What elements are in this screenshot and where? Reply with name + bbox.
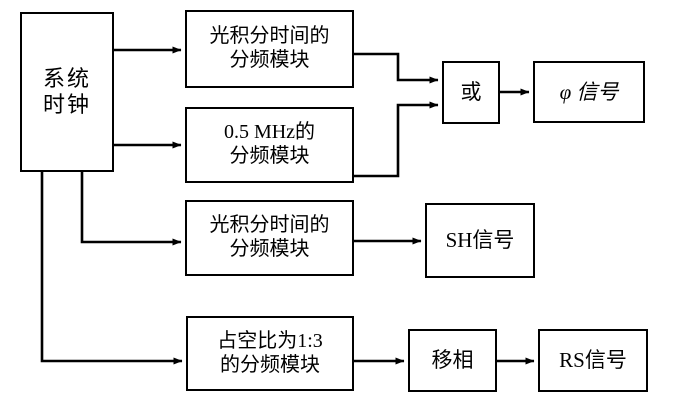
node-duty-cycle-divider[interactable]: 占空比为1:3 的分频模块 (186, 316, 354, 391)
node-phase-shift[interactable]: 移相 (408, 329, 497, 392)
node-phi-signal[interactable]: φ 信号 (533, 61, 645, 123)
node-rs-signal-label: RS信号 (559, 348, 627, 373)
node-phase-shift-label: 移相 (431, 348, 474, 373)
edge-clock-to-div-light-2 (80, 172, 182, 246)
node-integration-time-divider-1[interactable]: 光积分时间的 分频模块 (185, 10, 354, 88)
node-duty-cycle-divider-line1: 占空比为1:3 (217, 329, 323, 352)
node-duty-cycle-divider-line2: 的分频模块 (220, 353, 320, 376)
edge-clock-to-duty-div (40, 172, 183, 365)
node-system-clock-line1: 系统 (42, 66, 91, 92)
node-05mhz-divider-line1: 0.5 MHz的 (223, 121, 316, 144)
node-sh-signal-label: SH信号 (445, 228, 515, 253)
node-system-clock-line2: 时钟 (42, 92, 91, 117)
node-integration-time-divider-2-line2: 分频模块 (229, 238, 310, 260)
edge-div-05mhz-to-or (354, 101, 439, 178)
node-05mhz-divider[interactable]: 0.5 MHz的 分频模块 (185, 107, 354, 183)
node-rs-signal[interactable]: RS信号 (538, 329, 648, 392)
node-integration-time-divider-1-line2: 分频模块 (229, 49, 310, 71)
node-05mhz-divider-line2: 分频模块 (229, 145, 310, 167)
node-sh-signal[interactable]: SH信号 (425, 203, 535, 278)
node-system-clock[interactable]: 系统 时钟 (20, 12, 114, 172)
node-integration-time-divider-1-line1: 光积分时间的 (209, 25, 330, 48)
node-or-gate-label: 或 (460, 80, 482, 105)
node-integration-time-divider-2-line1: 光积分时间的 (209, 214, 330, 237)
node-phi-signal-label: φ 信号 (559, 79, 619, 104)
node-or-gate[interactable]: 或 (442, 61, 500, 124)
node-integration-time-divider-2[interactable]: 光积分时间的 分频模块 (185, 200, 354, 276)
edge-div-light-1-to-or (354, 52, 439, 84)
